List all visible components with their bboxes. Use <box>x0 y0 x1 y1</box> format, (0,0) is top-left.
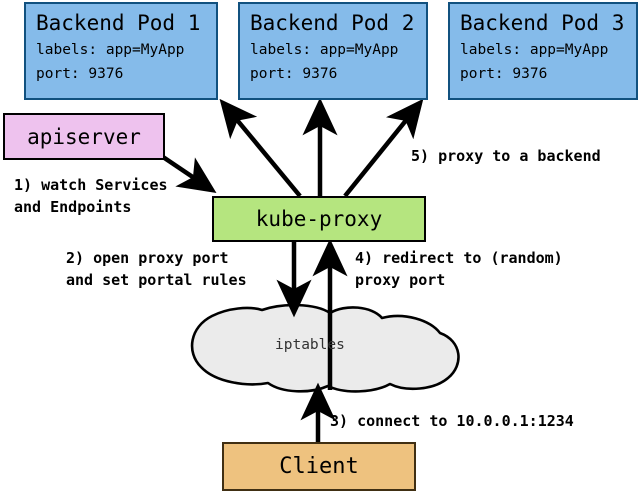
pod-title: Backend Pod 1 <box>36 11 201 35</box>
annotation-line: and Endpoints <box>14 198 132 216</box>
annotation-step-3: 3) connect to 10.0.0.1:1234 <box>330 410 574 432</box>
arrow-kubeproxy-to-pod1 <box>219 98 302 198</box>
annotation-step-5: 5) proxy to a backend <box>411 145 601 167</box>
annotation-step-1: 1) watch Services and Endpoints <box>14 174 168 218</box>
client-label: Client <box>279 454 359 479</box>
annotation-line: proxy port <box>355 271 446 289</box>
kube-proxy-label: kube-proxy <box>255 207 383 231</box>
arrow-kubeproxy-to-pod3 <box>343 98 424 198</box>
pod-title: Backend Pod 3 <box>460 11 625 35</box>
backend-pod-1[interactable]: Backend Pod 1 labels: app=MyApp port: 93… <box>24 2 218 100</box>
apiserver-label: apiserver <box>27 124 141 149</box>
annotation-line: 1) watch Services <box>14 176 168 194</box>
client-node[interactable]: Client <box>222 442 416 491</box>
pod-port: port: 9376 <box>36 66 124 82</box>
annotation-line: 3) connect to 10.0.0.1:1234 <box>330 412 574 430</box>
pod-labels: labels: app=MyApp <box>36 42 185 58</box>
annotation-line: 4) redirect to (random) <box>355 249 563 267</box>
iptables-label: iptables <box>275 337 345 353</box>
annotation-line: 5) proxy to a backend <box>411 147 601 165</box>
annotation-step-2: 2) open proxy port and set portal rules <box>66 247 247 291</box>
pod-port: port: 9376 <box>460 66 548 82</box>
pod-port: port: 9376 <box>250 66 338 82</box>
pod-title: Backend Pod 2 <box>250 11 415 35</box>
pod-labels: labels: app=MyApp <box>250 42 399 58</box>
backend-pod-3[interactable]: Backend Pod 3 labels: app=MyApp port: 93… <box>448 2 638 100</box>
backend-pod-2[interactable]: Backend Pod 2 labels: app=MyApp port: 93… <box>238 2 428 100</box>
apiserver-node[interactable]: apiserver <box>3 113 165 160</box>
annotation-line: 2) open proxy port <box>66 249 229 267</box>
arrow-apiserver-to-kubeproxy <box>161 155 217 194</box>
pod-labels: labels: app=MyApp <box>460 42 609 58</box>
annotation-line: and set portal rules <box>66 271 247 289</box>
kube-proxy-node[interactable]: kube-proxy <box>212 196 426 242</box>
annotation-step-4: 4) redirect to (random) proxy port <box>355 247 563 291</box>
